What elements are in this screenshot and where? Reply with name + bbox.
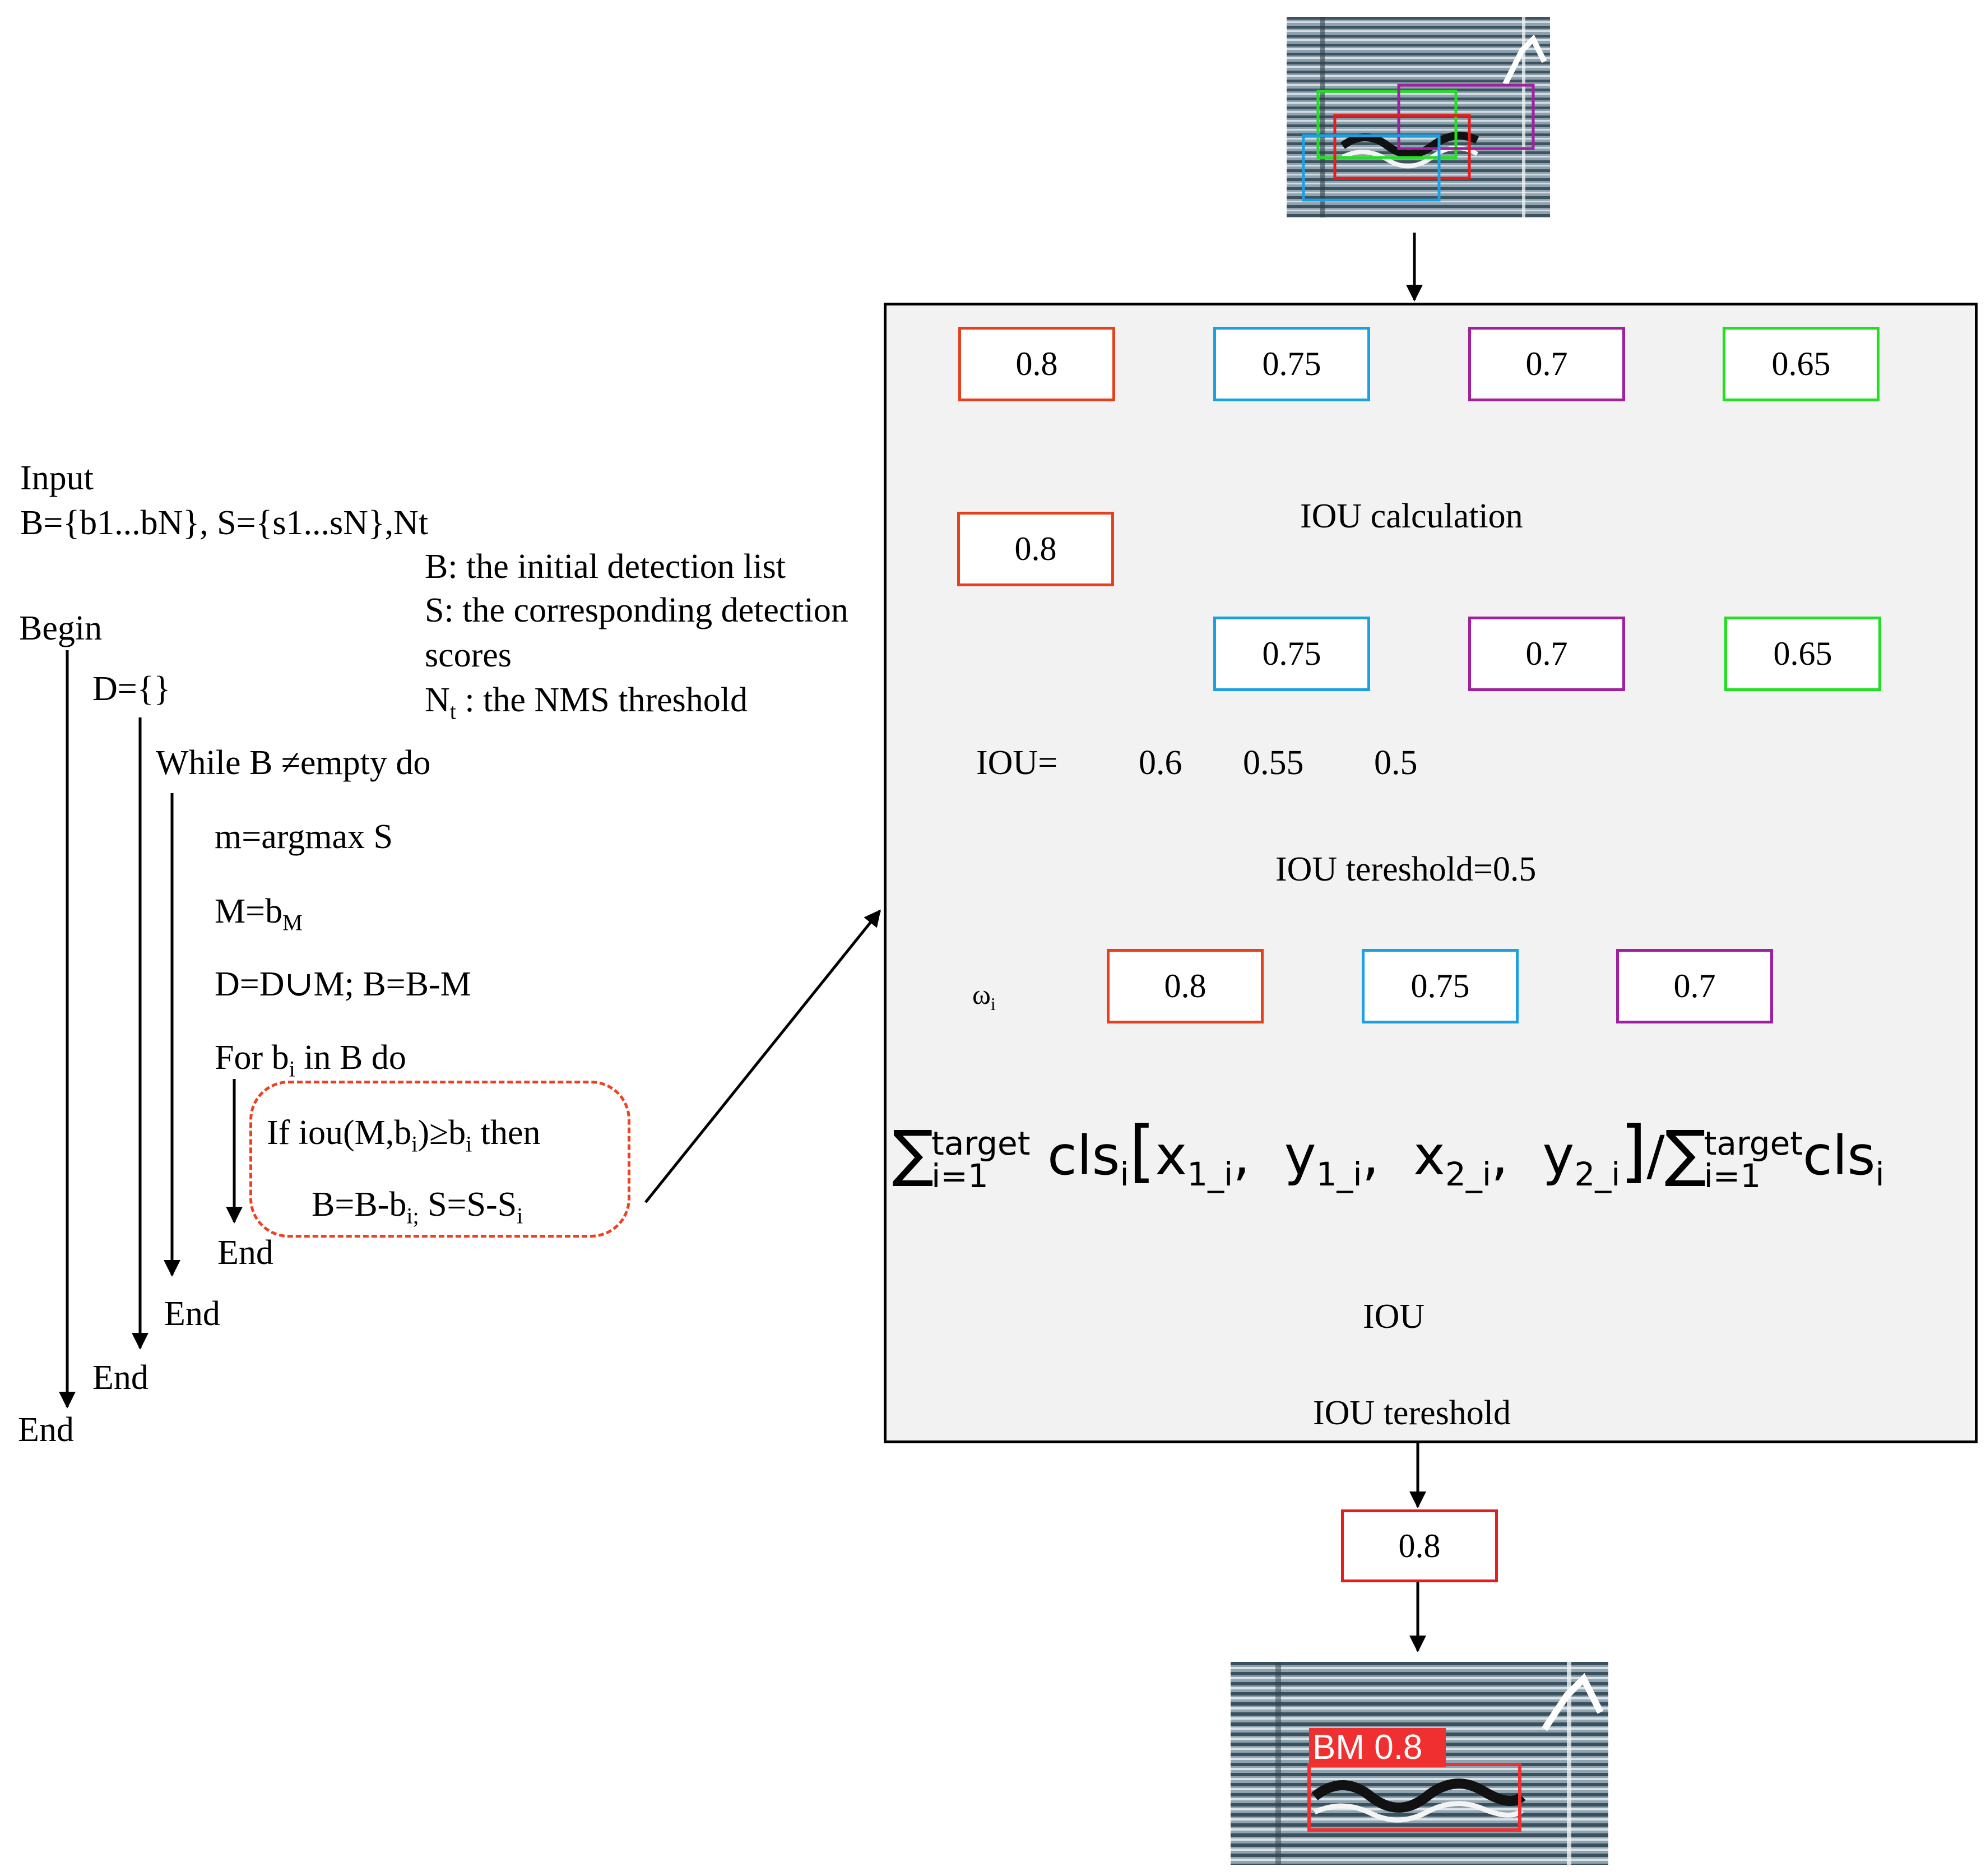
end-algorithm: End (18, 1411, 74, 1449)
output-radar-texture (1231, 1662, 1608, 1865)
kept-score-box-purple: 0.7 (1616, 949, 1773, 1023)
input-sets: B={b1...bN}, S={s1...sN},Nt (20, 504, 429, 542)
candidate-box-green (1316, 90, 1458, 159)
output-radar-image: BM 0.8 (1231, 1662, 1608, 1865)
branch-score-box-green: 0.65 (1724, 617, 1881, 691)
iou-equals-label: IOU= (976, 744, 1058, 782)
radar-texture (1287, 17, 1550, 217)
definition-s-line2: scores (425, 636, 512, 674)
definition-s-line1: S: the corresponding detection (425, 591, 848, 629)
while-loop: While B ≠empty do (156, 744, 431, 782)
candidate-box-red (1333, 114, 1471, 180)
iou-value-2: 0.55 (1243, 744, 1304, 782)
input-label: Input (20, 459, 94, 497)
for-loop: For bi in B do (215, 1039, 406, 1082)
end-while: End (164, 1295, 220, 1333)
nms-process-panel (884, 303, 1978, 1443)
iou-value-3: 0.5 (1374, 744, 1418, 782)
top-score-box-green: 0.65 (1723, 327, 1880, 401)
suppression-block (249, 1081, 630, 1238)
begin-label: Begin (19, 609, 103, 647)
iou-calculation-label: IOU calculation (1300, 497, 1523, 535)
kept-score-box-red: 0.8 (1107, 949, 1264, 1023)
weight-label: ωi (972, 979, 996, 1014)
iou-threshold-text: IOU tereshold=0.5 (1275, 850, 1537, 888)
m-assign-step: M=bM (215, 892, 303, 935)
d-init: D={} (92, 670, 171, 708)
input-radar-image (1287, 17, 1550, 217)
remove-step: B=B-bi; S=S-Si (312, 1185, 523, 1229)
if-condition: If iou(M,bi)≥bi then (267, 1114, 541, 1157)
top-score-box-blue: 0.75 (1213, 327, 1370, 401)
detection-label-bg (1309, 1728, 1446, 1767)
definition-nt: Nt : the NMS threshold (425, 681, 748, 724)
argmax-step: m=argmax S (215, 818, 393, 856)
definition-b: B: the initial detection list (425, 548, 786, 586)
detection-label: BM 0.8 (1312, 1728, 1423, 1767)
iou-bottom-label: IOU (1363, 1298, 1425, 1336)
iou-threshold-bottom: IOU tereshold (1313, 1394, 1511, 1432)
iou-value-1: 0.6 (1139, 744, 1182, 782)
branch-score-box-purple: 0.7 (1468, 617, 1625, 691)
kept-score-box-blue: 0.75 (1362, 949, 1519, 1023)
final-score-box: 0.8 (1341, 1509, 1498, 1582)
end-for: End (217, 1234, 273, 1272)
arrow-to-panel (644, 909, 881, 1203)
head-score-box: 0.8 (957, 512, 1114, 586)
end-begin: End (92, 1359, 149, 1397)
candidate-box-blue (1302, 134, 1441, 202)
top-score-box-purple: 0.7 (1468, 327, 1625, 401)
top-score-box-red: 0.8 (958, 327, 1115, 401)
union-step: D=D∪M; B=B-M (215, 965, 471, 1003)
branch-score-box-blue: 0.75 (1213, 617, 1370, 691)
